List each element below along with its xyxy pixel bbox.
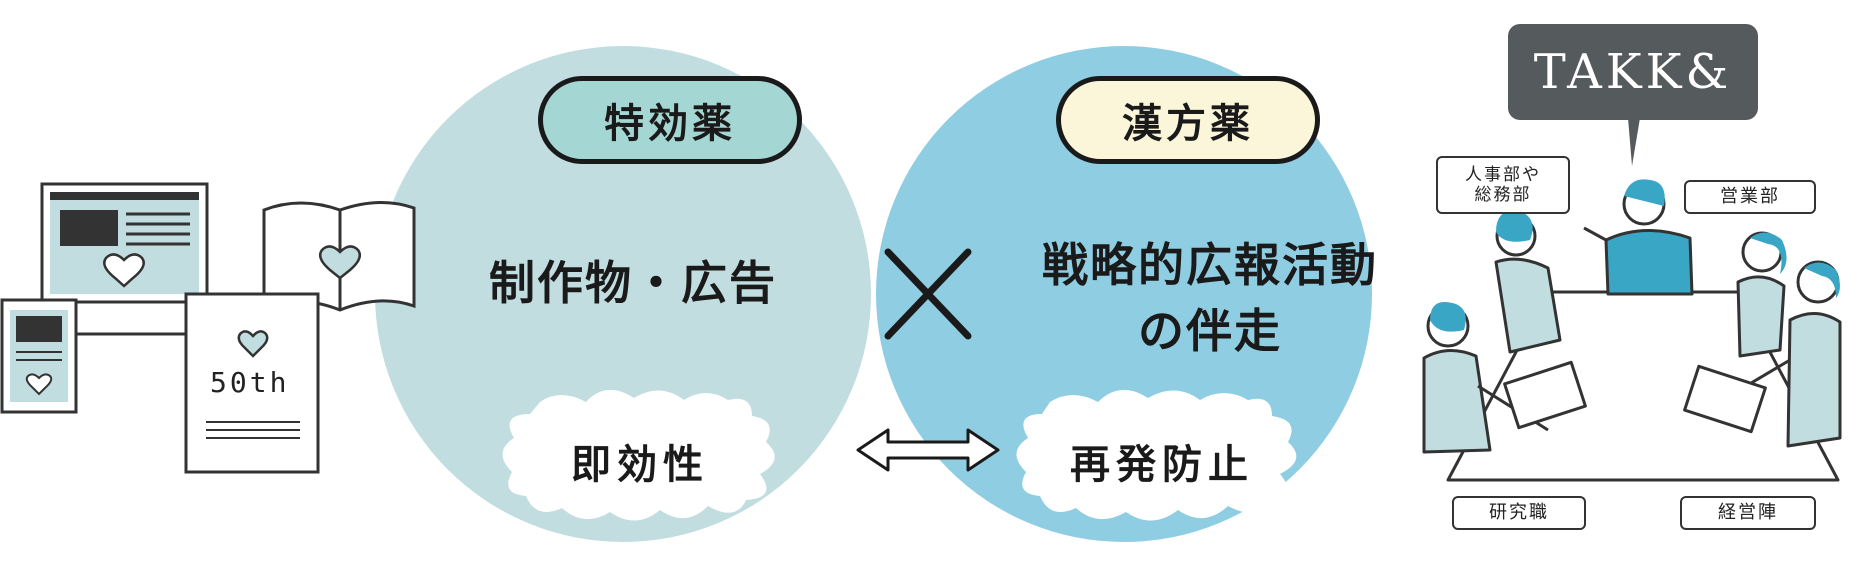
anniversary-label: 50th [210, 366, 290, 399]
right-main-title-line2: の伴走 [1138, 304, 1282, 358]
brand-logo-text: TAKK& [1533, 44, 1733, 100]
tag-research: 研究職 [1452, 496, 1586, 530]
right-effect-label: 再発防止 [1070, 442, 1254, 488]
tag-sales: 営業部 [1684, 180, 1816, 214]
cross-icon [884, 248, 972, 340]
left-main-title: 制作物・広告 [489, 256, 777, 310]
print-media-illustration [0, 182, 416, 474]
left-burst-shape [502, 389, 775, 521]
right-main-title-line1: 戦略的広報活動 [1042, 238, 1378, 292]
right-category-pill: 漢方薬 [1056, 76, 1320, 164]
right-burst-shape [1016, 389, 1297, 521]
left-effect-label: 即効性 [571, 442, 709, 488]
tag-management: 経営陣 [1680, 496, 1816, 530]
meeting-illustration [1422, 118, 1842, 482]
left-category-pill: 特効薬 [538, 76, 802, 164]
brand-speech-bubble: TAKK& [1508, 24, 1758, 120]
double-arrow-icon [856, 428, 1000, 472]
tag-hr: 人事部や 総務部 [1436, 156, 1570, 214]
